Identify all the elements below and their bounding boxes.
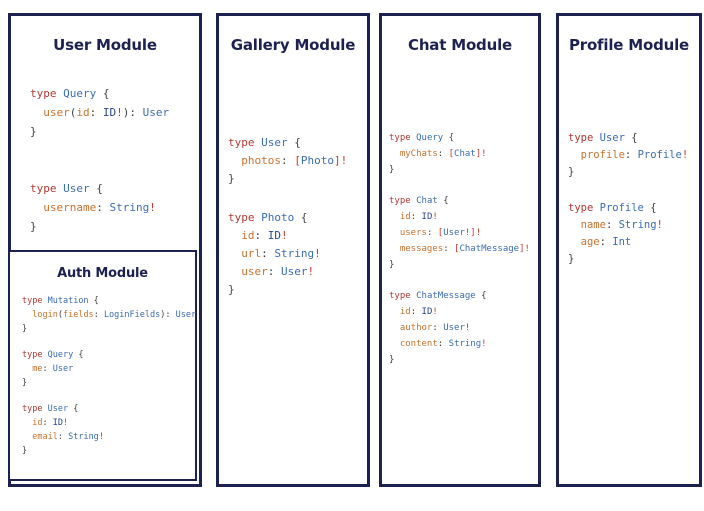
type-definition: type User { photos: [Photo]!} [228, 134, 367, 188]
code-line: email: String! [32, 432, 104, 442]
code-line: users: [User!]! [399, 228, 482, 238]
code-line: type User { [30, 182, 103, 195]
type-definition: type User { profile: Profile!} [568, 130, 699, 181]
type-definition: type Query { me: User} [22, 348, 195, 390]
code-line: user(id: ID!): User [43, 106, 170, 119]
code-line: type Chat { [389, 196, 449, 206]
code-line: name: String! [580, 219, 663, 231]
code-line: id: ID! [399, 212, 438, 222]
code-line: photos: [Photo]! [241, 154, 348, 167]
code-line: } [389, 260, 395, 270]
code-line: } [389, 165, 395, 175]
code-line: type Query { [22, 350, 84, 360]
code-line: me: User [32, 364, 74, 374]
code-line: type User { [228, 136, 301, 149]
schema-code: type Mutation { login(fields: LoginField… [10, 294, 197, 458]
code-line: age: Int [580, 236, 632, 248]
code-line: content: String! [399, 339, 487, 349]
code-line: author: User! [399, 323, 471, 333]
code-line: } [22, 378, 28, 388]
schema-code: type Query { myChats: [Chat]!}type Chat … [382, 130, 538, 368]
code-line: messages: [ChatMessage]! [399, 244, 530, 254]
type-definition: type Chat { id: ID! users: [User!]! mess… [389, 193, 538, 273]
module-panel-gallery: Gallery Module type User { photos: [Phot… [216, 13, 370, 487]
code-line: login(fields: LoginFields): User [32, 310, 197, 320]
code-line: } [389, 355, 395, 365]
module-title: Profile Module [568, 36, 690, 54]
code-line: type User { [568, 132, 638, 144]
schema-code: type User { profile: Profile!}type Profi… [559, 130, 699, 268]
type-definition: type Profile { name: String! age: Int} [568, 200, 699, 268]
module-panel-profile: Profile Module type User { profile: Prof… [556, 13, 702, 487]
code-line: profile: Profile! [580, 149, 689, 161]
type-definition: type Query { user(id: ID!): User} [30, 84, 199, 141]
module-panel-chat: Chat Module type Query { myChats: [Chat]… [379, 13, 541, 487]
code-line: username: String! [43, 201, 156, 214]
code-line: type Query { [30, 87, 110, 100]
code-line: id: ID! [399, 307, 438, 317]
type-definition: type User { id: ID! email: String!} [22, 402, 195, 458]
type-definition: type User { username: String!} [30, 179, 199, 236]
type-definition: type Photo { id: ID! url: String! user: … [228, 209, 367, 299]
module-title: Gallery Module [230, 36, 356, 54]
code-line: url: String! [241, 247, 321, 260]
module-title: User Module [53, 36, 157, 54]
schema-code: type Query { user(id: ID!): User}type Us… [11, 84, 199, 236]
code-line: user: User! [241, 265, 315, 278]
type-definition: type Mutation { login(fields: LoginField… [22, 294, 197, 336]
code-line: myChats: [Chat]! [399, 149, 487, 159]
module-panel-auth: Auth Module type Mutation { login(fields… [8, 250, 197, 481]
code-line: type Profile { [568, 202, 657, 214]
code-line: } [568, 166, 575, 178]
code-line: } [228, 172, 235, 185]
code-line: } [228, 283, 235, 296]
code-line: id: ID! [241, 229, 288, 242]
code-line: type Query { [389, 133, 455, 143]
code-line: } [30, 125, 37, 138]
type-definition: type Query { myChats: [Chat]!} [389, 130, 538, 178]
code-line: id: ID! [32, 418, 69, 428]
code-line: type User { [22, 404, 79, 414]
type-definition: type ChatMessage { id: ID! author: User!… [389, 288, 538, 368]
module-title: Chat Module [408, 36, 512, 54]
module-title: Auth Module [57, 266, 148, 281]
schema-code: type User { photos: [Photo]!}type Photo … [219, 134, 367, 299]
code-line: } [22, 324, 28, 334]
code-line: type Photo { [228, 211, 308, 224]
code-line: } [22, 446, 28, 456]
module-panel-user: User Module type Query { user(id: ID!): … [8, 13, 202, 487]
code-line: } [568, 253, 575, 265]
code-line: } [30, 220, 37, 233]
code-line: type ChatMessage { [389, 291, 487, 301]
code-line: type Mutation { [22, 296, 99, 306]
